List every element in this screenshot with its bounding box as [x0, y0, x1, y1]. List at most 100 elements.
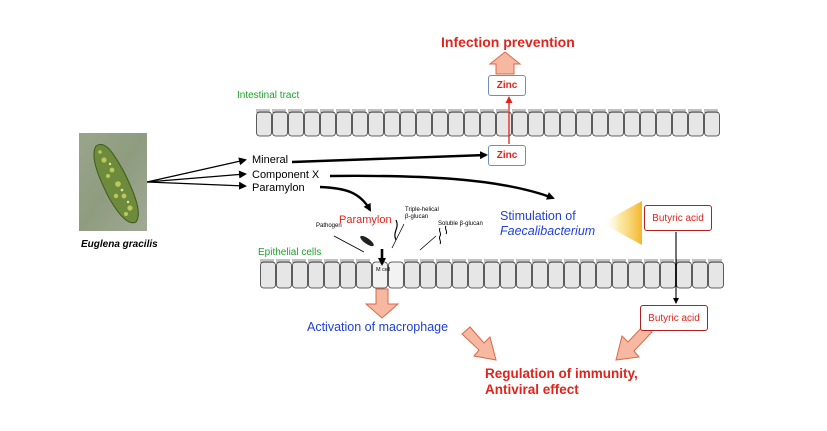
paramylon-red-label: Paramylon — [339, 214, 392, 226]
microvilli — [576, 109, 590, 113]
m-cell — [372, 261, 388, 289]
microvilli — [464, 109, 478, 113]
macrophage-label: Activation of macrophage — [307, 320, 449, 334]
epithelial-cell — [640, 111, 656, 137]
microvilli — [660, 259, 674, 263]
epithelial-cell — [308, 261, 324, 289]
triple-helical-label: Triple-helical β-glucan — [405, 207, 439, 220]
epithelial-cell — [448, 111, 464, 137]
epithelial-cell — [624, 111, 640, 137]
epithelial-cell — [292, 261, 308, 289]
epithelial-cell — [480, 111, 496, 137]
epithelial-cell — [644, 261, 660, 289]
microvilli — [468, 259, 482, 263]
microvilli — [484, 259, 498, 263]
microvilli — [688, 109, 702, 113]
euglena-branch-arrows — [146, 157, 247, 190]
microvilli — [256, 109, 270, 113]
zinc-top-box: Zinc — [488, 75, 526, 96]
epithelial-cell — [320, 111, 336, 137]
m-cell-down-block-arrow — [364, 288, 400, 319]
microvilli — [592, 109, 606, 113]
microvilli — [544, 109, 558, 113]
epithelial-cell — [452, 261, 468, 289]
epithelial-cell-layer — [260, 259, 724, 289]
epithelial-cell — [656, 111, 672, 137]
epithelial-cell — [576, 111, 592, 137]
epithelial-cell — [548, 261, 564, 289]
epithelial-cell — [544, 111, 560, 137]
microvilli — [292, 259, 306, 263]
epithelial-cell — [592, 111, 608, 137]
particle-glyphs — [333, 219, 448, 253]
microvilli — [304, 109, 318, 113]
epithelial-cell — [340, 261, 356, 289]
microvilli — [628, 259, 642, 263]
microvilli — [580, 259, 594, 263]
epithelial-cell — [276, 261, 292, 289]
epithelial-cell — [272, 111, 288, 137]
microvilli — [416, 109, 430, 113]
stimulation-label: Stimulation of Faecalibacterium — [500, 209, 595, 239]
microvilli — [448, 109, 462, 113]
microvilli — [532, 259, 546, 263]
microvilli — [500, 259, 514, 263]
epithelial-cell — [512, 111, 528, 137]
epithelial-cell — [368, 111, 384, 137]
epithelial-cell — [324, 261, 340, 289]
microvilli — [272, 109, 286, 113]
soluble-glucan-label: Soluble β-glucan — [438, 221, 483, 227]
mineral-to-zinc-arrow — [291, 151, 488, 164]
infection-prevention-block-arrow — [488, 51, 522, 75]
microvilli — [276, 259, 290, 263]
microvilli — [496, 109, 510, 113]
microvilli — [420, 259, 434, 263]
microvilli — [516, 259, 530, 263]
butyric-acid-bottom-box: Butyric acid — [640, 305, 708, 331]
butyrate-glow-arrow — [602, 201, 642, 245]
epithelial-cell — [384, 111, 400, 137]
epithelial-cell — [260, 261, 276, 289]
microvilli — [400, 109, 414, 113]
epithelial-cell — [496, 111, 512, 137]
epithelial-cell — [532, 261, 548, 289]
microvilli — [564, 259, 578, 263]
microvilli — [676, 259, 690, 263]
microvilli — [548, 259, 562, 263]
zinc-bottom-box: Zinc — [488, 145, 526, 166]
epithelial-cell — [336, 111, 352, 137]
microvilli — [656, 109, 670, 113]
butyric-acid-top-box: Butyric acid — [644, 205, 712, 231]
epithelial-cell — [464, 111, 480, 137]
microvilli — [480, 109, 494, 113]
paramylon-label: Paramylon — [252, 182, 305, 194]
microvilli — [436, 259, 450, 263]
paramylon-to-epithelium-arrow — [319, 185, 372, 212]
m-cell — [388, 261, 404, 289]
mineral-label: Mineral — [252, 154, 289, 166]
epithelial-cell — [560, 111, 576, 137]
epithelial-cell — [484, 261, 500, 289]
microvilli — [624, 109, 638, 113]
epithelial-cell — [288, 111, 304, 137]
microvilli — [560, 109, 574, 113]
microvilli — [308, 259, 322, 263]
epithelial-cell — [528, 111, 544, 137]
microvilli — [452, 259, 466, 263]
epithelial-cell — [304, 111, 320, 137]
epithelial-cell — [628, 261, 644, 289]
epithelial-cell — [564, 261, 580, 289]
microvilli — [404, 259, 418, 263]
component-x-to-stimulation-arrow — [329, 174, 555, 200]
microvilli — [596, 259, 610, 263]
epithelial-cell — [356, 261, 372, 289]
microvilli — [260, 259, 274, 263]
epithelial-cell — [432, 111, 448, 137]
epithelial-cell — [672, 111, 688, 137]
microvilli — [340, 259, 354, 263]
epithelial-cell — [468, 261, 484, 289]
microvilli — [612, 259, 626, 263]
microvilli — [356, 259, 370, 263]
microvilli — [528, 109, 542, 113]
